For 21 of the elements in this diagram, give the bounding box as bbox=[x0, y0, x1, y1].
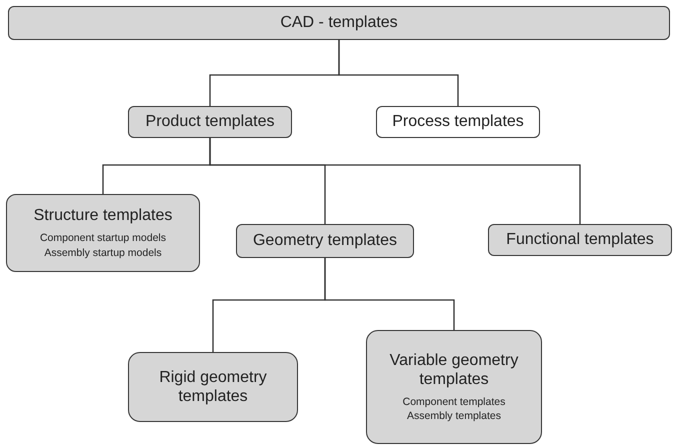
connector-line bbox=[338, 40, 459, 106]
box-description: Component templates Assembly templates bbox=[402, 395, 506, 424]
template-box bbox=[8, 6, 670, 40]
box-heading: Process templates bbox=[392, 112, 524, 132]
box-heading: Geometry templates bbox=[252, 231, 398, 251]
template-box bbox=[366, 330, 542, 444]
box-heading: Product templates bbox=[146, 112, 274, 132]
box-heading: CAD - templates bbox=[280, 13, 398, 33]
box-heading: Rigid geometry templates bbox=[158, 368, 268, 406]
box-description: Component startup models Assembly startup models bbox=[38, 231, 168, 260]
box-heading: Variable geometry templates bbox=[388, 350, 520, 390]
box-heading: Functional templates bbox=[506, 230, 654, 250]
template-box bbox=[128, 106, 292, 138]
box-heading: Structure templates bbox=[34, 206, 172, 226]
template-box bbox=[236, 224, 414, 258]
template-box bbox=[488, 224, 672, 256]
connector-line bbox=[324, 258, 455, 330]
template-box bbox=[6, 194, 200, 272]
template-box bbox=[376, 106, 540, 138]
template-box bbox=[128, 352, 298, 422]
connector-line bbox=[209, 138, 581, 224]
